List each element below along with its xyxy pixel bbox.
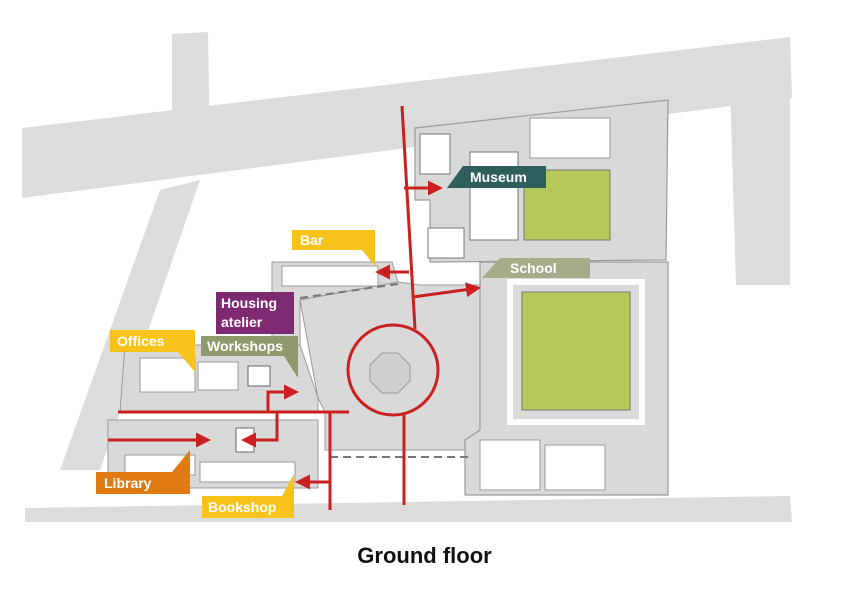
streets bbox=[22, 32, 792, 522]
room-bar bbox=[281, 265, 379, 287]
school-tag bbox=[482, 258, 590, 278]
bookshop-tag bbox=[202, 474, 294, 518]
bar-label: Bar bbox=[292, 230, 375, 266]
workshops-label: Workshops bbox=[201, 336, 298, 378]
housing-label: Housing atelier bbox=[216, 292, 294, 334]
street-diagonal bbox=[60, 180, 200, 470]
main-axis-vertical bbox=[400, 105, 417, 330]
workshops-tag bbox=[201, 336, 298, 378]
street-right bbox=[730, 85, 790, 285]
library-tag bbox=[96, 450, 190, 494]
labels: Museum School Bar Housing atelier Office… bbox=[96, 166, 590, 518]
bar-text: Bar bbox=[300, 232, 324, 248]
room-bookshop bbox=[199, 461, 296, 483]
street-left bbox=[172, 32, 210, 150]
workshops-text: Workshops bbox=[207, 338, 283, 354]
museum-hall bbox=[469, 151, 519, 241]
museum-entry-room bbox=[427, 227, 465, 259]
museum-text: Museum bbox=[470, 169, 527, 185]
school-label: School bbox=[482, 258, 590, 278]
school-room-2 bbox=[544, 444, 606, 491]
stair-core bbox=[247, 365, 271, 387]
housing-tag bbox=[216, 292, 294, 334]
buildings bbox=[107, 99, 669, 496]
school-courtyard bbox=[521, 291, 631, 411]
street-bottom bbox=[25, 496, 792, 522]
dashed-wall-bar bbox=[299, 283, 399, 299]
street-top bbox=[22, 37, 792, 198]
bookshop-text: Bookshop bbox=[208, 499, 276, 515]
route-to-school bbox=[412, 282, 481, 299]
school-text: School bbox=[510, 260, 557, 276]
library-text: Library bbox=[104, 475, 152, 491]
route-to-workshops bbox=[266, 384, 299, 412]
octagon-fountain bbox=[369, 352, 411, 394]
bar-tag bbox=[292, 230, 375, 266]
school-cloister bbox=[507, 279, 645, 425]
library-label: Library bbox=[96, 450, 190, 494]
housing-text-line1: Housing bbox=[221, 295, 277, 311]
museum-stairs bbox=[419, 133, 451, 175]
offices-label: Offices bbox=[110, 330, 195, 372]
room-offices-2 bbox=[197, 361, 239, 391]
plan-caption: Ground floor bbox=[357, 543, 492, 568]
school-room-1 bbox=[479, 439, 541, 491]
offices-tag bbox=[110, 330, 195, 372]
central-circle bbox=[346, 323, 440, 417]
museum-room bbox=[529, 117, 611, 159]
offices-text: Offices bbox=[117, 333, 165, 349]
circulation-routes bbox=[108, 105, 481, 510]
bookshop-label: Bookshop bbox=[202, 474, 294, 518]
museum-label: Museum bbox=[447, 166, 546, 188]
route-to-bookshop-stair bbox=[241, 412, 279, 448]
room-offices bbox=[139, 357, 196, 393]
museum-tag bbox=[447, 166, 546, 188]
housing-text-line2: atelier bbox=[221, 314, 263, 330]
